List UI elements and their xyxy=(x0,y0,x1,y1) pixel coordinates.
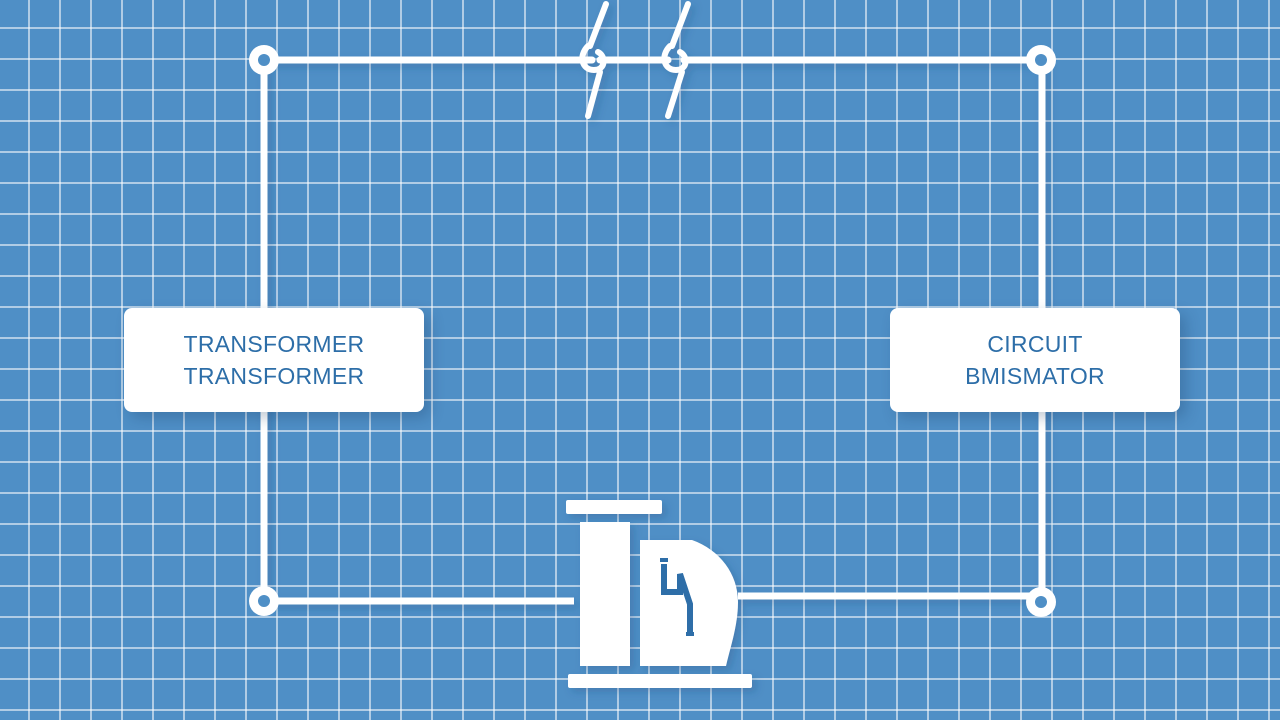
terminal-node-center xyxy=(1035,54,1047,66)
circuit-label-box: CIRCUIT BMISMATOR xyxy=(890,308,1180,412)
terminal-node-center xyxy=(258,54,270,66)
terminal-nodes xyxy=(249,45,1056,617)
transformer-label-box: TRANSFORMER TRANSFORMER xyxy=(124,308,424,412)
breaker-icon xyxy=(566,500,752,688)
switch-break-icon xyxy=(579,1,691,119)
transformer-label-line2: TRANSFORMER xyxy=(183,363,365,389)
circuit-label-line1: CIRCUIT xyxy=(987,331,1083,357)
terminal-node-center xyxy=(258,595,270,607)
circuit-label-line2: BMISMATOR xyxy=(965,363,1105,389)
transformer-label-line1: TRANSFORMER xyxy=(183,331,365,357)
terminal-node-center xyxy=(1035,596,1047,608)
